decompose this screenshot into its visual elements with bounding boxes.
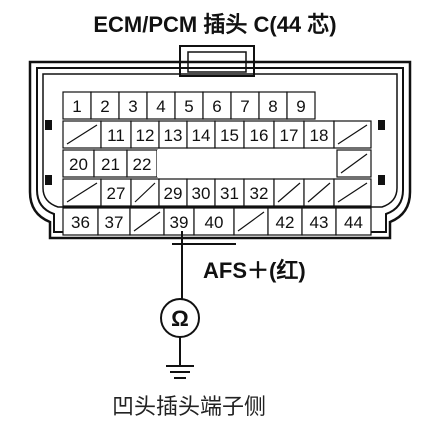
probe-wire [172,231,236,300]
right-notch-lower [378,175,385,185]
pin-cell [174,91,204,120]
pin-3-label: 3 [128,97,137,116]
pin-cell [258,91,288,120]
connector-latch [179,45,255,77]
pin-cell [93,149,128,178]
pin-12-label: 12 [136,126,155,145]
afs-plus-label: AFS＋(红) [203,258,306,283]
pin-31-label: 31 [220,184,239,203]
pin-13-label: 13 [164,126,183,145]
ohmmeter-icon: Ω [160,298,200,338]
pin-cell [214,120,245,149]
pin-cell [186,178,216,207]
left-notch-lower [45,175,52,185]
pin-8-label: 8 [268,97,277,116]
pin-cell [202,91,232,120]
empty-cell [277,150,307,177]
pin-20-label: 20 [69,155,88,174]
pin-cell [286,91,316,120]
pin-32-label: 32 [250,184,269,203]
connector-housing [28,60,412,240]
unused-pin-slash [66,182,98,203]
pin-14-label: 14 [192,126,211,145]
unused-pin-slash [277,182,301,203]
pin-cell [193,207,235,236]
pin-cell [335,207,372,236]
unused-pin-slash [66,124,98,145]
pin-cell [243,178,275,207]
pin-18-label: 18 [310,126,329,145]
unused-pin-slash [133,211,161,232]
pin-cell [146,91,176,120]
pin-2-label: 2 [100,97,109,116]
pin-7-label: 7 [240,97,249,116]
pin-15-label: 15 [220,126,239,145]
pin-6-label: 6 [212,97,221,116]
unused-pin-slash [340,153,368,174]
unused-pin-slash [307,182,331,203]
pin-cell [163,207,195,236]
pin-22-label: 22 [133,155,152,174]
unused-pin-slash [337,124,368,145]
pin-40-label: 40 [205,213,224,232]
caption: 凹头插头端子侧 [112,395,266,420]
pin-39-label: 39 [170,213,189,232]
empty-cell [307,150,337,177]
pin-cell [100,120,132,149]
pin-29-label: 29 [164,184,183,203]
pin-4-label: 4 [156,97,165,116]
pin-1-label: 1 [72,97,81,116]
pin-27-label: 27 [107,184,126,203]
pin-cell [100,178,132,207]
unused-pin-slash [237,211,265,232]
pin-11-label: 11 [107,126,125,145]
pin-5-label: 5 [184,97,193,116]
pin-cell [273,120,305,149]
pin-cell [62,207,99,236]
pin-9-label: 9 [296,97,305,116]
ground-icon [166,365,194,379]
pin-43-label: 43 [310,213,329,232]
left-notch-upper [45,120,52,130]
pin-cell [130,120,160,149]
empty-cell [247,150,277,177]
unused-pin-slash [134,182,156,203]
pin-42-label: 42 [276,213,295,232]
pin-cell [118,91,148,120]
pin-44-label: 44 [344,213,363,232]
pin-16-label: 16 [250,126,269,145]
empty-cell [187,150,217,177]
pin-cell [186,120,216,149]
pin-cell [243,120,275,149]
pin-21-label: 21 [101,155,120,174]
ohm-symbol: Ω [171,306,189,331]
empty-cell [217,150,247,177]
pin-36-label: 36 [71,213,90,232]
pin-cell [158,178,188,207]
pin-37-label: 37 [105,213,124,232]
empty-cell [157,150,187,177]
diagram-title: ECM/PCM 插头 C(44 芯) [93,12,336,37]
pin-cell [90,91,120,120]
pin-30-label: 30 [192,184,211,203]
unused-pin-slash [337,182,368,203]
right-notch-upper [378,120,385,130]
pin-cell [303,120,335,149]
pin-17-label: 17 [280,126,299,145]
